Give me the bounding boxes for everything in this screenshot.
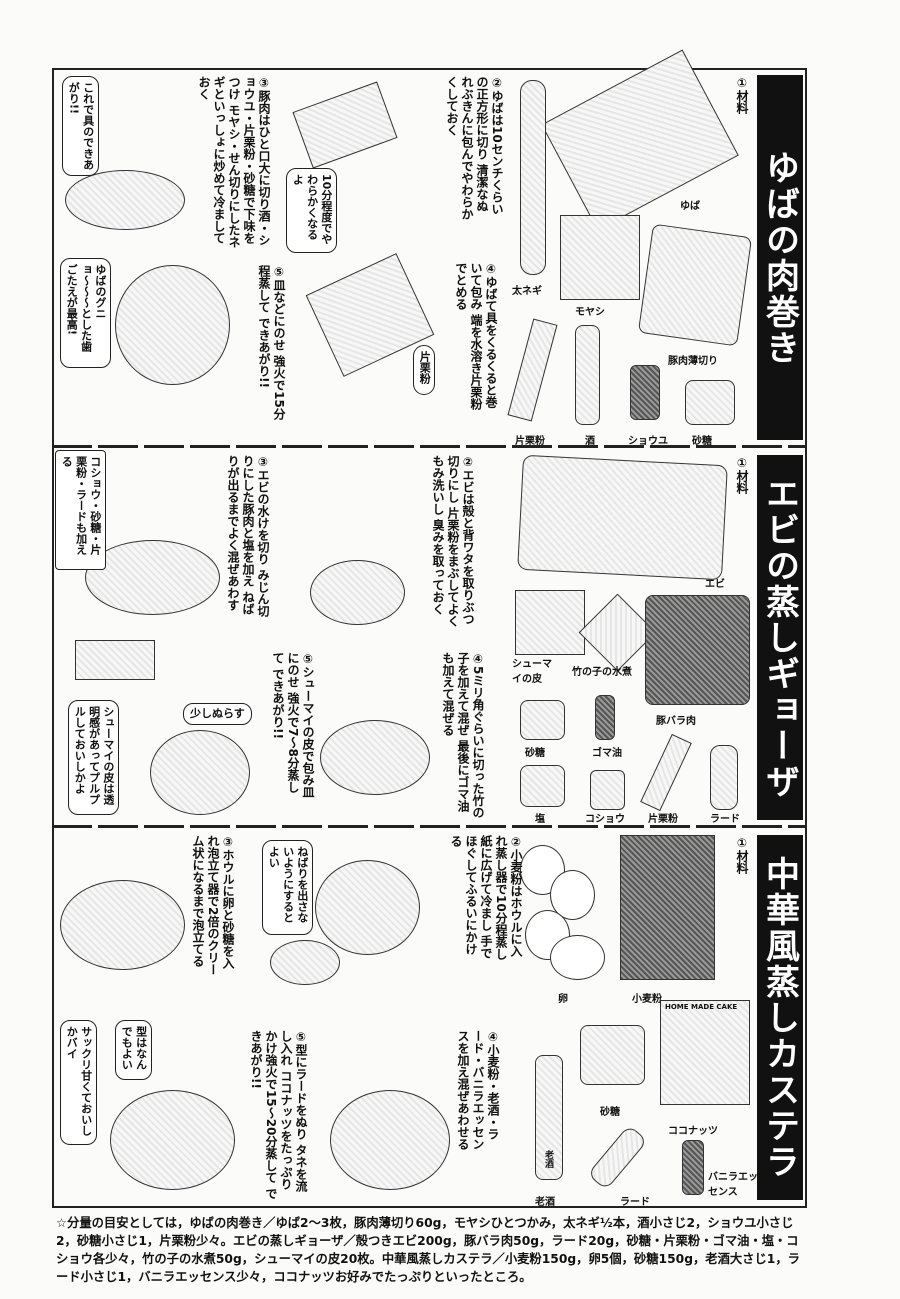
ingredient-label: 太ネギ	[512, 286, 542, 297]
materials-label: ①材料	[735, 76, 749, 114]
ingredient-label: ゆば	[680, 201, 700, 212]
materials-label: ①材料	[735, 456, 749, 494]
page-frame	[52, 68, 807, 1208]
materials-label: ①材料	[735, 836, 749, 874]
ingredient-label: 竹の子の水煮	[572, 667, 632, 678]
ingredient-label: 砂糖	[525, 748, 545, 759]
ingredient-label: コショウ	[585, 814, 625, 825]
recipe-title: 中華風蒸しカステラ	[757, 835, 803, 1200]
ingredient-label: 砂糖	[692, 436, 712, 447]
step-5: ⑤型にラードをぬり タネを流し入れ ココナッツをたっぷりかけ強火で15〜20分蒸…	[249, 1030, 308, 1200]
steamer-illustration	[115, 265, 230, 385]
row-divider	[52, 825, 807, 828]
speech-bubble: 片栗粉	[413, 345, 436, 395]
ingredient-label: 小麦粉	[632, 994, 662, 1005]
sugar-illustration	[685, 380, 735, 425]
vanilla-illustration	[682, 1140, 704, 1195]
ingredient-label: 豚肉薄切り	[668, 356, 718, 367]
step-4: ④小麦粉・老酒・ラード・バニラエッセンスを加え混ぜあわせる	[456, 1030, 500, 1150]
ingredient-label: ショウユ	[628, 436, 668, 447]
ingredient-label: モヤシ	[575, 307, 605, 318]
wok-illustration	[65, 170, 185, 230]
sieve-illustration	[270, 940, 340, 985]
bottle-text: 老酒	[543, 1150, 553, 1168]
sesame-oil-illustration	[595, 695, 615, 740]
dumpling-illustration	[75, 640, 155, 680]
ingredient-label: 片栗粉	[515, 436, 545, 447]
speech-bubble: 型はなんでもよい	[115, 1020, 152, 1080]
speech-bubble: シューマイの皮は透明感があってプルプルしておいしかよ	[68, 700, 119, 815]
ingredient-label: 卵	[558, 994, 568, 1005]
step-3: ③ホウルに卵と砂糖を入れ泡立て器で2倍のクリーム状になるまで泡立てる	[191, 835, 235, 976]
speech-bubble: コショウ・砂糖・片栗粉・ラードも加える	[55, 450, 106, 570]
whisk-bowl-illustration	[60, 880, 185, 970]
ingredient-label: 酒	[585, 436, 595, 447]
speech-bubble: ねばりを出さないようにするとよい	[262, 840, 313, 935]
bowl-illustration	[320, 720, 430, 795]
wrappers-illustration	[515, 590, 585, 655]
step-5: ⑤皿などにのせ 強火で15分程蒸して できあがり!!	[257, 265, 286, 420]
ingredient-label: ラード	[620, 1197, 650, 1208]
step-2: ②ゆばは10センチくらいの正方形に切り 清潔なぬれぶきんに包んでやわらかくしてお…	[445, 76, 504, 220]
mixing-bowl-illustration	[330, 1090, 450, 1190]
speech-bubble: サックリ甘くておいしかバイ	[60, 1020, 97, 1145]
sugar-illustration	[520, 700, 565, 740]
step-3: ③エビの水けを切り みじん切りにした豚肉と塩を加え ねばりが出るまでよく混ぜあわ…	[226, 455, 270, 618]
step-2: ②エビは殻と背ワタを取りぶつ切りにし 片栗粉をまぶしてよくもみ洗いし 臭みを取っ…	[431, 455, 475, 628]
speech-bubble: ゆばのグニョ〜〜〜とした歯ごたえが最高!	[60, 258, 111, 368]
mixing-bowl-illustration	[85, 540, 220, 615]
pork-belly-illustration	[645, 595, 750, 705]
recipe-title: エビの蒸しギョーザ	[757, 455, 803, 820]
soy-sauce-illustration	[630, 365, 660, 420]
ingredient-label: エビ	[705, 579, 725, 590]
egg-illustration	[550, 935, 605, 980]
coconut-package-illustration	[660, 1000, 750, 1105]
package-text: HOME MADE CAKE	[665, 1003, 738, 1011]
ingredient-label: シューマイの皮	[512, 659, 552, 685]
bowl-illustration	[310, 560, 405, 625]
ingredient-label: ラード	[710, 814, 740, 825]
steamer-illustration	[150, 730, 250, 815]
speech-bubble: 少しぬらす	[183, 703, 252, 726]
ingredient-label: 塩	[535, 814, 545, 825]
ingredient-label: 砂糖	[600, 1107, 620, 1118]
row-divider	[52, 445, 807, 448]
ingredient-label: バニラエッセンス	[708, 1172, 758, 1198]
flour-bag-illustration	[620, 835, 715, 980]
pork-illustration	[637, 223, 753, 347]
steamer-illustration	[315, 860, 420, 955]
step-3: ③豚肉はひと口大に切り酒・ショウユ・片栗粉・砂糖で下味をつけ モヤシ・せん切りに…	[197, 76, 271, 249]
bean-sprouts-illustration	[560, 215, 640, 300]
recipe-title: ゆばの肉巻き	[757, 75, 803, 440]
speech-bubble: 10分程度でやわらかくなるよ	[286, 168, 337, 253]
step-5: ⑤シューマイの皮で包み皿にのせ 強火で7〜8分蒸して できあがり!!	[271, 652, 315, 798]
sake-illustration	[575, 325, 600, 425]
salt-illustration	[520, 765, 565, 807]
step-2: ②小麦粉はホウルに入れ蒸し器で10分程蒸し 紙に広げて冷まし 手でほぐしてふるい…	[449, 835, 523, 960]
ingredient-label: ココナッツ	[668, 1126, 718, 1137]
pepper-illustration	[590, 770, 625, 810]
speech-bubble: これで具のできあがり!!	[62, 76, 99, 176]
step-4: ④ゆばて具をくるくると巻いて包み 端を水溶き片栗粉でとめる	[454, 262, 498, 411]
ingredient-label: 老酒	[535, 1197, 555, 1208]
steamer-mold-illustration	[110, 1090, 235, 1190]
shrimp-illustration	[517, 454, 728, 581]
step-4: ④5ミリ角ぐらいに切った竹の子を加えて混ぜ 最後にゴマ油も加えて混ぜる	[441, 652, 485, 819]
ingredient-label: ゴマ油	[592, 748, 622, 759]
leek-illustration	[520, 80, 546, 275]
laojiu-bottle-illustration	[535, 1055, 563, 1180]
ingredient-label: 豚バラ肉	[656, 716, 696, 727]
quantity-footnote: ☆分量の目安としては，ゆばの肉巻き／ゆば2〜3枚，豚肉薄切り60g，モヤシひとつ…	[56, 1216, 800, 1284]
ingredient-label: 片栗粉	[648, 814, 678, 825]
sugar-illustration	[580, 1025, 645, 1085]
lard-illustration	[710, 745, 738, 810]
